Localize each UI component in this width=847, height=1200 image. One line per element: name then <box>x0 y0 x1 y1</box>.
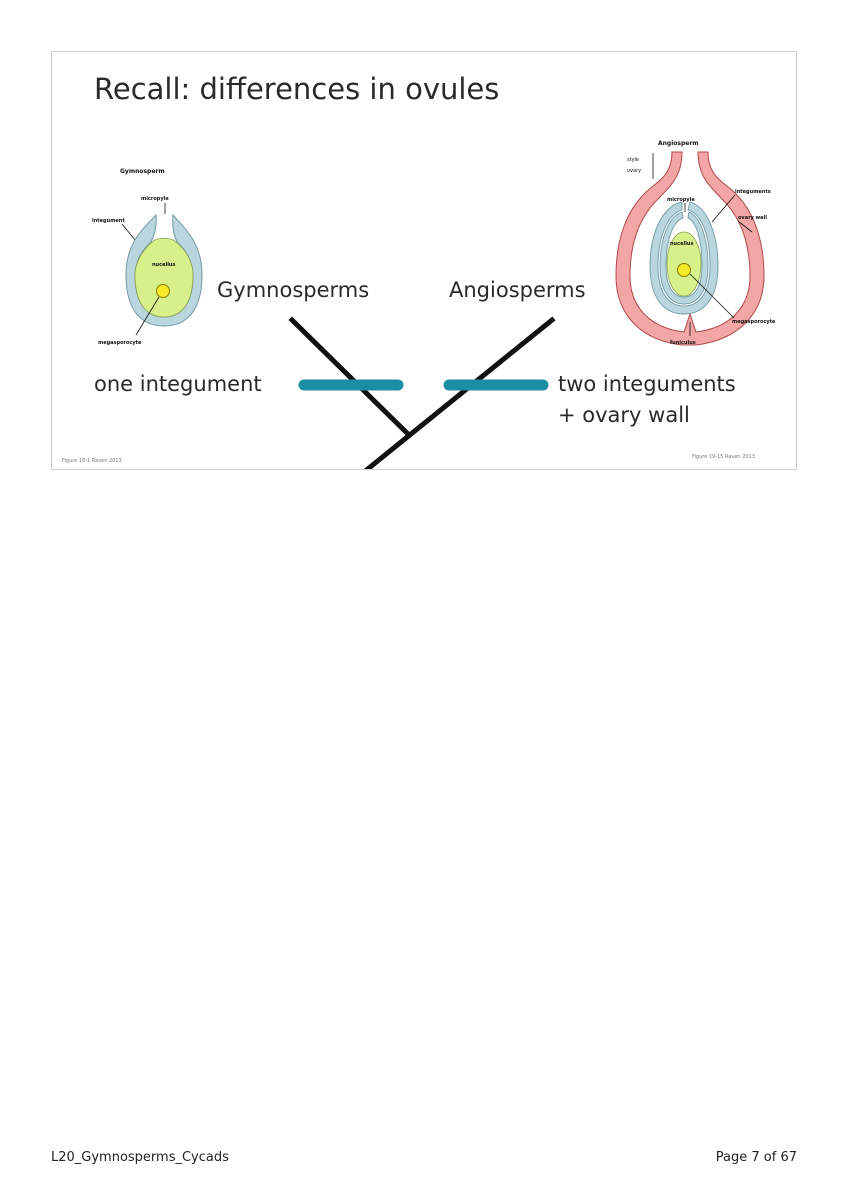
gymnosperm-ovule: Gymnosperm micropyle integument nucellus… <box>92 168 203 346</box>
angio-outer-integument <box>649 201 719 315</box>
tree-branch-gymnosperms <box>288 316 413 439</box>
angio-ovary-label: ovary <box>627 168 641 174</box>
document-name: L20_Gymnosperms_Cycads <box>51 1150 229 1165</box>
gymno-integument-label: integument <box>92 218 125 224</box>
ovary-wall-label: + ovary wall <box>558 403 690 427</box>
angio-inner-integument <box>659 211 709 305</box>
angio-ovary-wall <box>615 151 765 346</box>
page-number: Page 7 of 67 <box>715 1150 797 1165</box>
phylogeny-tree <box>288 316 556 469</box>
gymno-nucellus <box>134 237 194 318</box>
gymno-megasporocyte <box>156 284 170 298</box>
angio-megasporocyte-label: megasporocyte <box>732 319 776 325</box>
angiosperm-ovule: Angiosperm style ovary nucellus megaspor… <box>615 140 776 346</box>
angio-integuments-pointer <box>711 194 736 223</box>
one-integument-label: one integument <box>94 372 262 396</box>
angio-nucellus-label: nucellus <box>670 241 693 247</box>
angio-megasporocyte <box>677 263 691 277</box>
angio-megasporocyte-pointer <box>689 273 735 319</box>
angio-style-label: style <box>627 157 639 163</box>
tree-branch-angiosperms <box>363 316 556 469</box>
slide: Recall: differences in ovules Gymnosperm… <box>51 51 797 470</box>
angio-ovary-wall-pointer <box>737 220 753 233</box>
angio-ovule-title: Angiosperm <box>658 140 699 147</box>
gymno-micropyle-label: micropyle <box>141 196 169 202</box>
gymno-megasporocyte-label: megasporocyte <box>98 340 142 346</box>
gymno-nucellus-label: nucellus <box>152 262 175 268</box>
figure-credit-right: Figure 19-15 Raven 2013 <box>692 454 755 460</box>
two-integuments-label: two integuments <box>558 372 736 396</box>
ovule-diagram: Gymnosperm micropyle integument nucellus… <box>92 140 776 469</box>
angio-funiculus-label: funiculus <box>670 340 696 346</box>
gymnosperms-heading: Gymnosperms <box>217 278 370 302</box>
slide-title: Recall: differences in ovules <box>94 72 500 106</box>
angio-integuments-label: integuments <box>735 189 771 195</box>
figure-credit-left: Figure 18-1 Raven 2013 <box>62 458 122 464</box>
gymno-megasporocyte-pointer <box>135 296 160 336</box>
gymno-ovule-title: Gymnosperm <box>120 168 165 175</box>
angiosperms-heading: Angiosperms <box>449 278 586 302</box>
angio-ovary-wall-label: ovary wall <box>738 215 767 221</box>
angio-micropyle-label: micropyle <box>667 197 695 203</box>
